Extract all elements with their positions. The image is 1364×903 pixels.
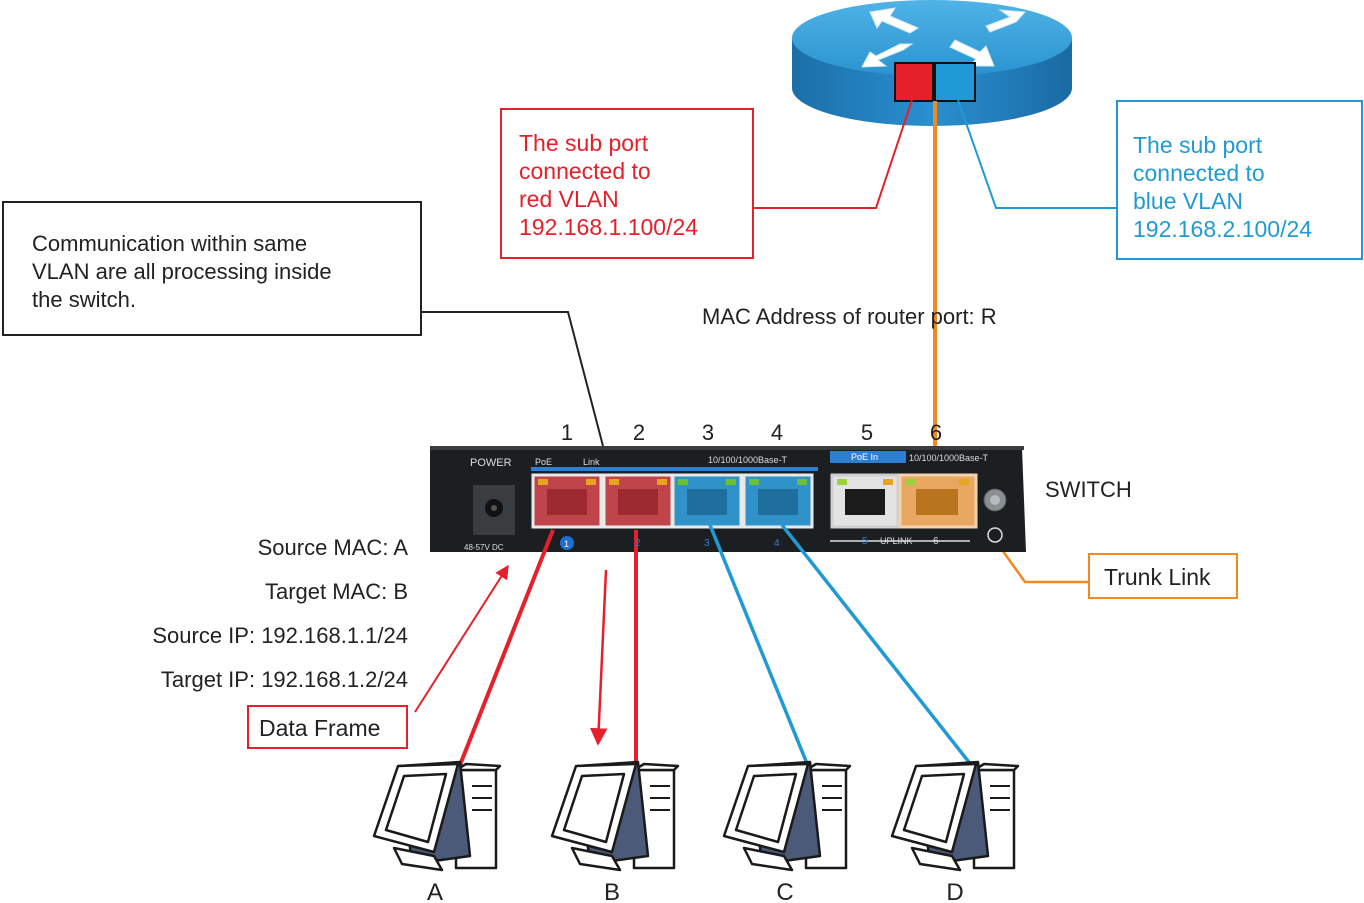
poe-strip [531,467,818,471]
mac-router-label: MAC Address of router port: R [702,304,997,329]
red-callout-line-2: connected to [519,158,651,184]
switch-port-5 [830,473,900,529]
under-port-2: 2 [635,538,641,549]
port-number-3: 3 [702,420,714,445]
communication-callout: Communication within same VLAN are all p… [2,201,422,336]
computer-label-b: B [604,879,620,903]
switch-port-3 [671,473,743,529]
poe-in-strip [830,451,906,463]
uplink-label: UPLINK [880,536,913,546]
ground-icon [987,527,1003,543]
switch-ports [531,473,978,550]
switch-port-1 [531,473,603,529]
switch-label: SWITCH [1045,477,1132,502]
frame-source-mac: Source MAC: A [257,535,408,560]
port-number-6: 6 [930,420,942,445]
port-number-5: 5 [861,420,873,445]
trunk-link-callout-line [993,539,1090,584]
blue-callout-line-2: connected to [1133,160,1265,186]
switch-port-6 [898,473,978,529]
speed-left-label: 10/100/1000Base-T [708,455,788,465]
power-rating-label: 48-57V DC [464,543,504,552]
uplink-5-label: 5 [862,536,868,547]
red-callout-line [752,99,913,209]
computer-label-a: A [427,879,443,903]
blue-callout-line-4: 192.168.2.100/24 [1133,216,1313,242]
under-port-4: 4 [774,538,780,549]
cable-c [708,524,810,767]
port-number-1: 1 [561,420,573,445]
router-red-subport [894,62,934,102]
blue-callout-line-3: blue VLAN [1133,188,1243,214]
data-frame-label: Data Frame [259,715,381,741]
computer-label-c: C [776,879,793,903]
computer-a-icon [372,760,502,872]
router-blue-subport [934,62,976,102]
power-label: POWER [470,457,512,469]
speed-right-label: 10/100/1000Base-T [909,453,989,463]
communication-line-2: VLAN are all processing inside [32,259,332,284]
link-label: Link [583,457,600,467]
poe-in-label: PoE In [851,452,878,462]
computer-label-d: D [946,879,963,903]
poe-label: PoE [535,457,552,467]
switch-port-2 [602,473,674,529]
port-number-2: 2 [633,420,645,445]
data-frame-callout: Data Frame [247,705,408,749]
trunk-link-callout: Trunk Link [1088,553,1238,599]
red-callout-line-3: red VLAN [519,186,619,212]
communication-callout-line [421,311,604,447]
uplink-6-label: 6 [933,536,939,547]
blue-callout-line [957,99,1117,209]
frame-out-arrow [589,569,608,746]
red-subport-callout: The sub port connected to red VLAN 192.1… [500,108,754,259]
red-callout-line-4: 192.168.1.100/24 [519,214,699,240]
router-arrows-icon [861,7,1027,68]
frame-target-ip: Target IP: 192.168.1.2/24 [160,667,408,692]
blue-callout-line-1: The sub port [1133,132,1263,158]
blue-subport-callout: The sub port connected to blue VLAN 192.… [1116,100,1363,260]
frame-target-mac: Target MAC: B [264,579,408,604]
cable-d [780,523,974,768]
under-port-1: 1 [564,539,569,549]
cable-a [456,529,555,771]
port-1-marker [560,536,574,550]
computer-c-icon [722,760,852,872]
under-port-3: 3 [704,538,710,549]
port-number-4: 4 [771,420,783,445]
router [792,0,1072,126]
red-callout-line-1: The sub port [519,130,649,156]
frame-in-arrow [414,564,509,713]
computers [372,760,1020,872]
trunk-link-label: Trunk Link [1104,564,1211,590]
switch-port-4 [742,473,814,529]
communication-line-3: the switch. [32,287,136,312]
frame-source-ip: Source IP: 192.168.1.1/24 [152,623,408,648]
computer-b-icon [550,760,680,872]
communication-line-1: Communication within same [32,231,308,256]
computer-d-icon [890,760,1020,872]
